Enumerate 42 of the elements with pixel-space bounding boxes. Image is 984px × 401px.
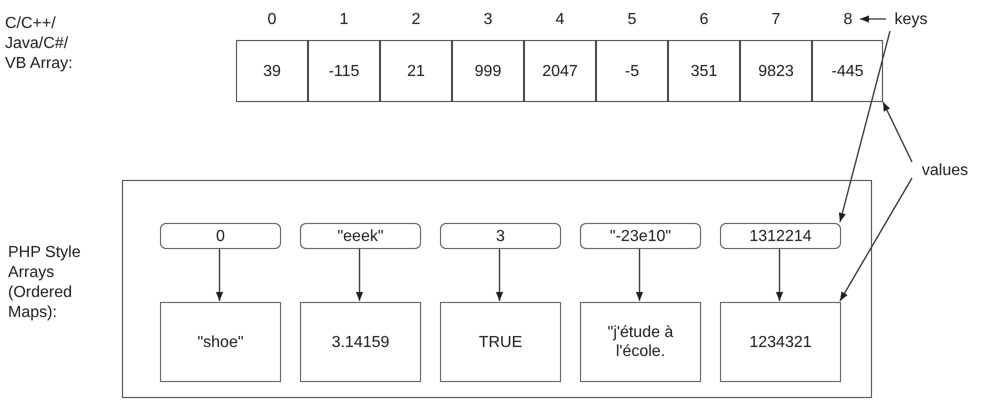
array-cell: -5 [596,40,668,102]
array-cell: -115 [308,40,380,102]
array-label: C/C++/ Java/C#/ VB Array: [5,14,74,74]
value-box: 3.14159 [300,302,421,382]
leader-line [860,15,886,23]
key-box: 0 [160,223,281,249]
index-number: 3 [482,10,494,30]
index-number: 8 [836,8,860,30]
index-number: 0 [266,10,278,30]
index-number: 7 [770,10,782,30]
array-cell: 9823 [740,40,812,102]
index-number: 6 [698,10,710,30]
key-box: "eeek" [300,223,421,249]
leader-line [882,102,913,162]
value-box: "j'étude à l'école. [580,302,701,382]
key-box: 1312214 [720,223,841,249]
callout-text: values [912,158,978,182]
key-box: "-23e10" [580,223,701,249]
leader-line [839,178,913,302]
panel [122,180,872,398]
index-number: 5 [626,10,638,30]
array-cell: -445 [812,40,883,102]
arrow [496,248,504,301]
callout-text: keys [886,7,936,31]
arrow [636,248,644,301]
array-cell: 999 [452,40,524,102]
value-box: TRUE [440,302,561,382]
arrow [216,248,224,301]
index-number: 2 [410,10,422,30]
arrow [356,248,364,301]
key-box: 3 [440,223,561,249]
array-cell: 351 [668,40,740,102]
value-box: 1234321 [720,302,841,382]
array-label: PHP Style Arrays (Ordered Maps): [8,243,82,323]
array-cell: 2047 [524,40,596,102]
arrow [776,248,784,301]
value-box: "shoe" [160,302,281,382]
index-number: 1 [338,10,350,30]
leader-line [838,30,891,222]
index-number: 4 [554,10,566,30]
array-cell: 21 [380,40,452,102]
array-cell: 39 [236,40,308,102]
